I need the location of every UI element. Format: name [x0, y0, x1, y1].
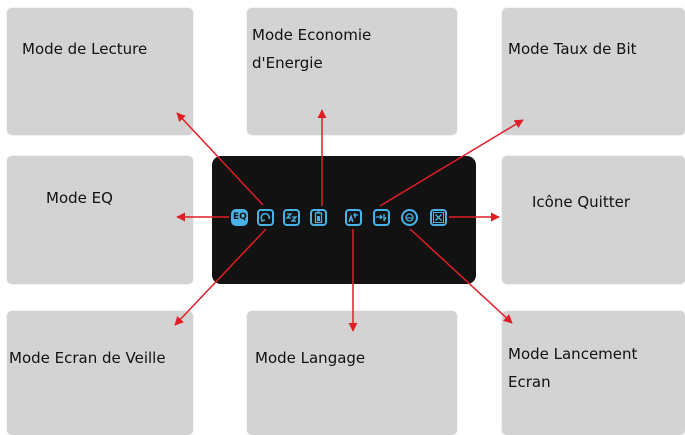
playback-mode-icon	[257, 209, 274, 226]
label-mode-lecture: Mode de Lecture	[22, 40, 148, 58]
box-mode-veille	[7, 311, 193, 435]
bitrate-icon	[373, 209, 390, 226]
label-mode-taux: Mode Taux de Bit	[508, 40, 637, 58]
eq-icon: EQ	[231, 209, 248, 226]
battery-icon	[310, 209, 327, 226]
arrow-to-mode-veille	[174, 228, 267, 326]
box-mode-economie	[247, 8, 457, 135]
label-mode-eq: Mode EQ	[46, 189, 113, 207]
label-mode-economie-line1: Mode Economie	[252, 26, 372, 44]
exit-icon	[430, 209, 447, 226]
box-mode-lecture	[7, 8, 193, 135]
sleep-mode-icon	[283, 209, 300, 226]
label-mode-economie-line2: d'Energie	[252, 54, 323, 72]
language-icon	[345, 209, 362, 226]
label-mode-veille: Mode Ecran de Veille	[9, 349, 166, 367]
label-mode-lancement-line1: Mode Lancement	[508, 345, 638, 363]
arrow-to-mode-lecture	[176, 112, 264, 206]
startup-screen-icon	[401, 209, 418, 226]
arrow-to-mode-lancement	[409, 228, 513, 324]
device-screen	[212, 156, 476, 284]
label-icone-quitter: Icône Quitter	[532, 193, 630, 211]
label-mode-langage: Mode Langage	[255, 349, 366, 367]
box-mode-lancement	[502, 311, 685, 435]
arrow-to-mode-taux	[379, 119, 524, 207]
box-mode-taux	[502, 8, 685, 135]
box-icone-quitter	[502, 156, 685, 284]
box-mode-eq	[7, 156, 193, 284]
label-mode-lancement-line2: Ecran	[508, 373, 551, 391]
